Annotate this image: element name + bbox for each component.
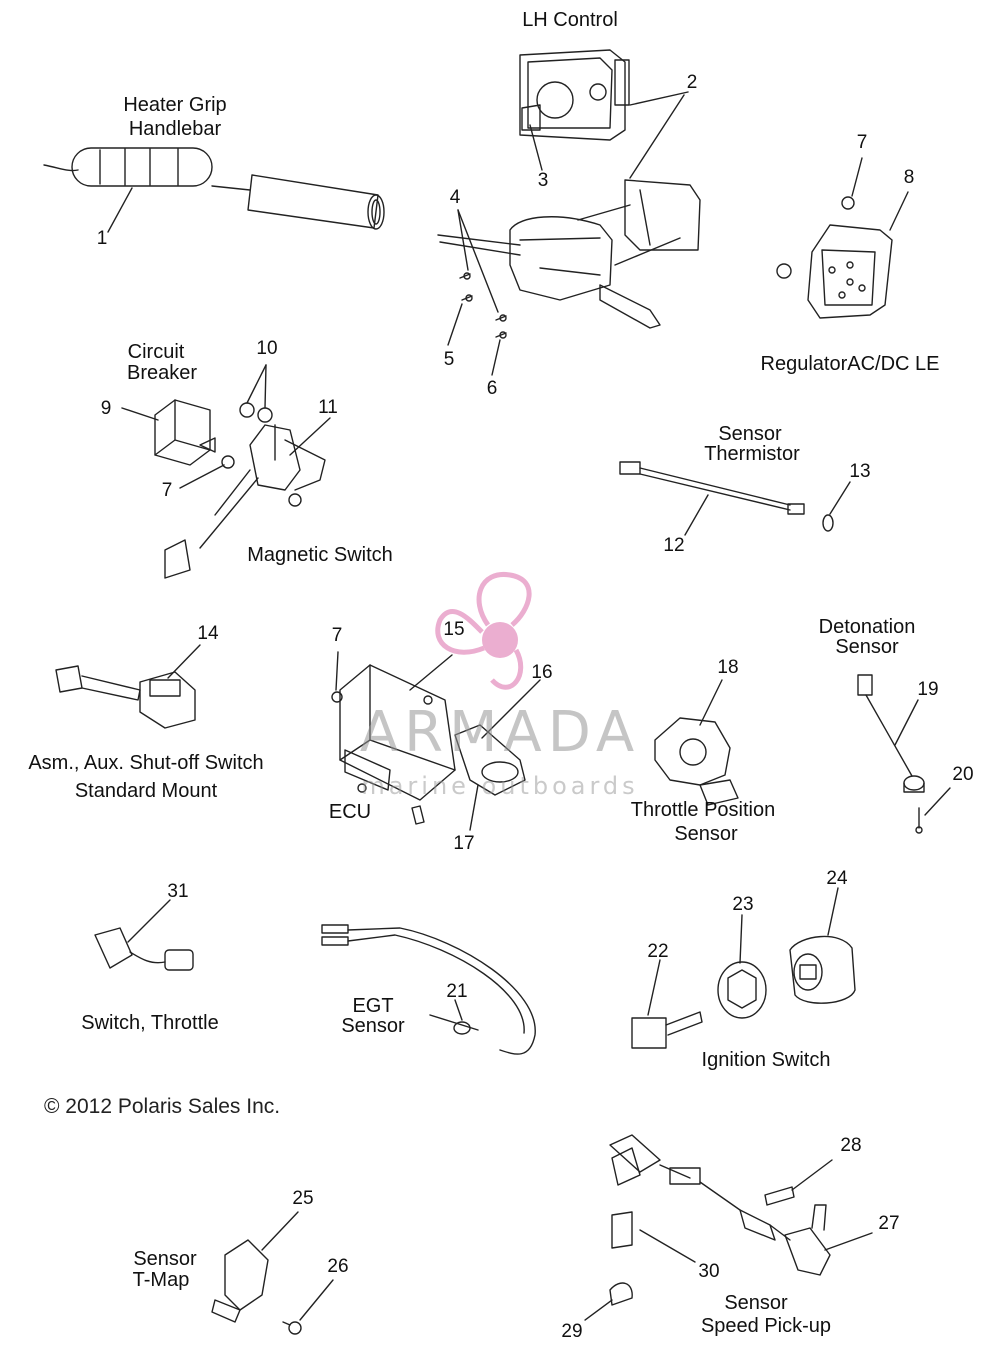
sensor-thermistor-part	[619, 461, 851, 536]
egt-sensor-part	[321, 924, 536, 1055]
label-sensor-tmap-1: Sensor	[133, 1248, 197, 1270]
callout-number: 14	[197, 623, 219, 644]
circuit-breaker-part	[121, 399, 216, 466]
label-egt-1: EGT	[352, 995, 394, 1017]
label-switch-throttle: Switch, Throttle	[81, 1012, 219, 1034]
callout-number: 19	[917, 679, 939, 700]
callout-number: 8	[903, 167, 915, 188]
label-heater-grip-2: Handlebar	[128, 118, 222, 140]
callout-number: 11	[318, 397, 338, 418]
speed-pickup-part	[584, 1134, 873, 1321]
callout-number: 7	[161, 480, 173, 501]
sensor-tmap-part	[211, 1211, 334, 1335]
callout-number: 15	[443, 619, 465, 640]
callout-number: 28	[840, 1135, 862, 1156]
callout-number: 23	[732, 894, 754, 915]
label-speed-pickup-1: Sensor	[724, 1292, 788, 1314]
label-aux-switch-2: Standard Mount	[74, 780, 218, 802]
callout-number: 2	[686, 72, 698, 93]
callout-number: 17	[453, 833, 475, 854]
callout-number: 20	[952, 764, 974, 785]
ignition-switch-part	[631, 887, 856, 1049]
callout-number: 18	[717, 657, 739, 678]
label-detonation-2: Sensor	[835, 636, 899, 658]
armada-propeller-logo	[435, 572, 532, 690]
label-egt-2: Sensor	[341, 1015, 405, 1037]
heater-grip-part	[43, 147, 385, 233]
label-circuit-breaker-2: Breaker	[126, 362, 198, 384]
label-magnetic-switch: Magnetic Switch	[247, 544, 393, 566]
watermark-name: ARMADA	[359, 700, 641, 765]
callout-number: 25	[292, 1188, 314, 1209]
label-detonation-1: Detonation	[818, 616, 916, 638]
label-circuit-breaker-1: Circuit	[127, 341, 185, 363]
callout-number: 9	[100, 398, 112, 419]
label-tps-1: Throttle Position	[630, 799, 776, 821]
lh-control-part	[519, 49, 689, 171]
regulator-part	[776, 157, 909, 319]
callout-number: 22	[647, 941, 669, 962]
label-sensor-thermistor-2: Thermistor	[704, 443, 800, 465]
label-heater-grip-1: Heater Grip	[123, 94, 227, 116]
detonation-sensor-part	[857, 674, 951, 834]
callout-number: 4	[449, 187, 461, 208]
callout-number: 3	[537, 170, 549, 191]
callout-number: 13	[849, 461, 871, 482]
callout-number: 12	[663, 535, 685, 556]
callout-number: 29	[561, 1321, 583, 1342]
switch-throttle-part	[94, 899, 194, 971]
ecu-part	[331, 651, 541, 831]
label-sensor-thermistor-1: Sensor	[718, 423, 782, 445]
throttle-position-sensor-part	[654, 679, 739, 806]
label-aux-switch-1: Asm., Aux. Shut-off Switch	[28, 752, 264, 774]
callout-number: 10	[256, 338, 278, 359]
copyright-text: © 2012 Polaris Sales Inc.	[44, 1095, 281, 1118]
magnetic-switch-part	[164, 364, 331, 579]
label-regulator: RegulatorAC/DC LE	[760, 353, 940, 375]
callout-number: 5	[443, 349, 455, 370]
aux-shutoff-switch-part	[55, 644, 201, 729]
callout-number: 24	[826, 868, 848, 889]
label-sensor-tmap-2: T-Map	[132, 1269, 190, 1291]
callout-number: 30	[698, 1261, 720, 1282]
callout-number: 7	[331, 625, 343, 646]
callout-number: 16	[531, 662, 553, 683]
label-speed-pickup-2: Speed Pick-up	[700, 1315, 832, 1337]
watermark-tagline: marine outboards	[361, 772, 639, 800]
callout-number: 7	[856, 132, 868, 153]
label-ecu: ECU	[328, 801, 372, 823]
callout-number: 1	[96, 228, 108, 249]
lh-control-assembly-part	[437, 94, 701, 376]
callout-number: 21	[446, 981, 468, 1002]
callout-number: 6	[486, 378, 498, 399]
label-ignition-switch: Ignition Switch	[701, 1049, 831, 1071]
callout-number: 31	[167, 881, 189, 902]
label-tps-2: Sensor	[674, 823, 738, 845]
label-lh-control: LH Control	[522, 9, 618, 31]
callout-number: 26	[327, 1256, 349, 1277]
callout-number: 27	[878, 1213, 900, 1234]
